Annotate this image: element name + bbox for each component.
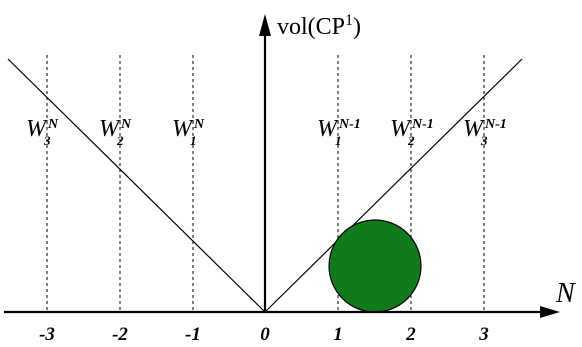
svg-text:N-1: N-1 — [484, 117, 507, 132]
tick-label: -2 — [112, 324, 128, 345]
tick-label: 0 — [260, 324, 270, 345]
svg-text:W: W — [390, 116, 412, 142]
svg-text:2: 2 — [116, 133, 124, 148]
tick-label: 1 — [333, 324, 343, 345]
svg-text:W: W — [26, 116, 48, 142]
wall-label: W N-1 1 — [317, 116, 361, 148]
tick-label: -3 — [39, 324, 55, 345]
svg-text:1: 1 — [190, 133, 197, 148]
svg-text:N-1: N-1 — [411, 117, 434, 132]
svg-text:W: W — [99, 116, 121, 142]
horizontal-axis-label: N — [555, 278, 576, 309]
vertical-axis-arrowhead — [259, 14, 271, 36]
wall-label: W N-1 2 — [390, 116, 434, 148]
svg-text:N: N — [47, 117, 59, 132]
wall-label: W N-1 3 — [463, 116, 507, 148]
horizontal-axis-arrowhead — [540, 306, 560, 318]
svg-text:3: 3 — [43, 133, 51, 148]
svg-text:3: 3 — [480, 133, 488, 148]
green-disk — [328, 219, 422, 313]
svg-text:N-1: N-1 — [338, 117, 361, 132]
svg-text:W: W — [463, 116, 485, 142]
tick-label: 3 — [478, 324, 489, 345]
wall-labels: W N 3 W N 2 W N 1 W N-1 1 W N-1 2 W N-1 … — [26, 116, 507, 148]
tick-labels: -3 -2 -1 0 1 2 3 — [39, 324, 489, 345]
svg-text:W: W — [172, 116, 194, 142]
right-diagonal — [264, 58, 523, 313]
left-diagonal — [7, 58, 266, 313]
wall-label: W N 2 — [99, 116, 132, 148]
tick-label: -1 — [185, 324, 201, 345]
tick-label: 2 — [405, 324, 416, 345]
wall-label: W N 3 — [26, 116, 59, 148]
wall-label: W N 1 — [172, 116, 205, 148]
vertical-axis-label: vol(CP1) — [277, 12, 361, 40]
svg-text:2: 2 — [407, 133, 415, 148]
svg-text:N: N — [120, 117, 132, 132]
svg-text:N: N — [193, 117, 205, 132]
svg-text:1: 1 — [335, 133, 342, 148]
svg-text:W: W — [317, 116, 339, 142]
wall-lines — [46, 55, 485, 312]
